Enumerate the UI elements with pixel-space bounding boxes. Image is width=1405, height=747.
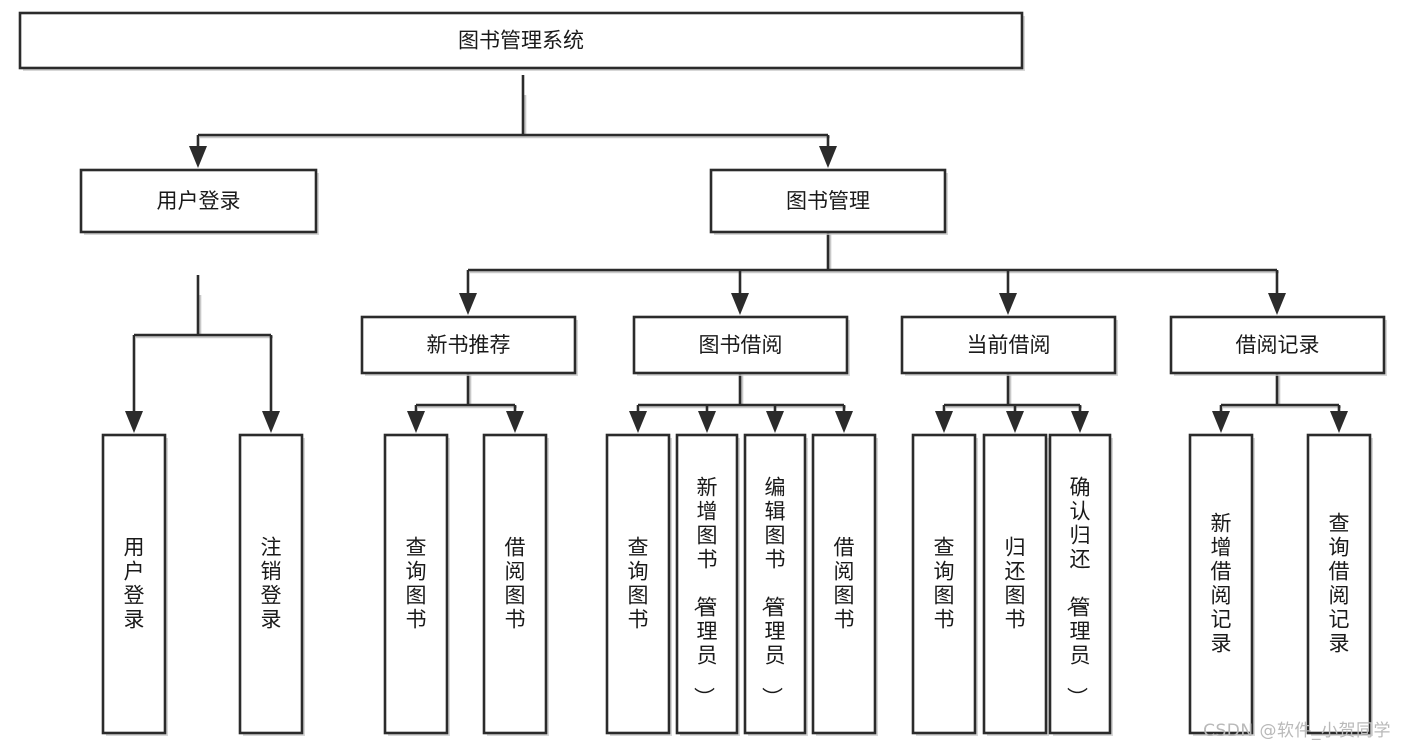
node-rect[interactable]	[675, 433, 739, 735]
node-rect[interactable]	[101, 433, 167, 735]
node-book-management[interactable]: 图书管理	[709, 168, 948, 235]
node-label: 当前借阅	[967, 333, 1051, 357]
node-label: 新书推荐	[427, 333, 511, 357]
node-rect[interactable]	[360, 315, 577, 375]
arrow-head-icon	[506, 411, 524, 433]
node-label: 新增借阅记录	[1211, 512, 1232, 656]
connector-currentborrow-to-leaves	[935, 345, 1089, 433]
node-rect[interactable]	[743, 433, 807, 735]
node-layer: 图书管理系统用户登录图书管理新书推荐图书借阅当前借阅借阅记录用户登录注销登录查询…	[18, 11, 1387, 736]
arrow-head-icon	[189, 146, 207, 168]
node-book-borrow[interactable]: 图书借阅	[632, 315, 850, 376]
node-label: 用户登录	[124, 536, 145, 632]
arrow-head-icon	[766, 411, 784, 433]
node-rect[interactable]	[482, 433, 548, 735]
node-rect[interactable]	[1169, 315, 1386, 375]
node-label: 图书管理	[786, 189, 870, 213]
node-label: 图书管理系统	[458, 29, 584, 53]
node-label: 查询图书	[406, 536, 427, 632]
node-label: 用户登录	[157, 189, 241, 213]
node-rect[interactable]	[1188, 433, 1254, 735]
arrow-head-icon	[407, 411, 425, 433]
node-rect[interactable]	[1048, 433, 1112, 735]
node-leaf-return-book[interactable]: 归还图书	[982, 433, 1049, 736]
node-rect[interactable]	[18, 11, 1024, 70]
arrow-head-icon	[835, 411, 853, 433]
node-rect[interactable]	[709, 168, 947, 234]
node-label: 查询图书	[628, 536, 649, 632]
node-root[interactable]: 图书管理系统	[18, 11, 1025, 71]
connector-shadow	[136, 295, 273, 339]
node-leaf-add-book[interactable]: 新增图书（管理员）	[675, 433, 740, 736]
node-rect[interactable]	[982, 433, 1048, 735]
node-leaf-add-borrow-record[interactable]: 新增借阅记录	[1188, 433, 1255, 736]
arrow-head-icon	[1071, 411, 1089, 433]
node-label: 归还图书	[1005, 536, 1026, 632]
arrow-head-icon	[819, 146, 837, 168]
arrow-head-icon	[459, 293, 477, 315]
arrow-head-icon	[999, 293, 1017, 315]
node-label: 图书借阅	[699, 333, 783, 357]
node-new-book-recommend[interactable]: 新书推荐	[360, 315, 578, 376]
node-label: 确认归还（管理员）	[1065, 476, 1091, 708]
node-rect[interactable]	[900, 315, 1117, 375]
node-label: 查询图书	[934, 536, 955, 632]
node-leaf-query-borrow-record[interactable]: 查询借阅记录	[1306, 433, 1373, 736]
node-rect[interactable]	[79, 168, 318, 234]
node-label: 借阅图书	[505, 536, 526, 632]
node-label: 查询借阅记录	[1329, 512, 1350, 656]
node-leaf-query-book-current[interactable]: 查询图书	[911, 433, 978, 736]
node-rect[interactable]	[911, 433, 977, 735]
node-user-login[interactable]: 用户登录	[79, 168, 319, 235]
node-rect[interactable]	[632, 315, 849, 375]
node-rect[interactable]	[811, 433, 877, 735]
watermark-text: CSDN @软件_小贺同学	[1203, 721, 1391, 741]
node-leaf-confirm-return[interactable]: 确认归还（管理员）	[1048, 433, 1113, 736]
node-label: 新增图书（管理员）	[692, 476, 718, 708]
node-borrow-record[interactable]: 借阅记录	[1169, 315, 1387, 376]
arrow-head-icon	[1006, 411, 1024, 433]
node-rect[interactable]	[238, 433, 304, 735]
arrow-head-icon	[125, 411, 143, 433]
arrow-head-icon	[698, 411, 716, 433]
connector-bookmgmt-to-level3	[459, 210, 1286, 315]
connector-root-to-level2	[189, 75, 837, 168]
arrow-head-icon	[262, 411, 280, 433]
connector-shadow	[470, 230, 1279, 274]
node-label: 借阅记录	[1236, 333, 1320, 357]
node-leaf-user-login[interactable]: 用户登录	[101, 433, 168, 736]
node-label: 借阅图书	[834, 536, 855, 632]
node-leaf-borrow-book-new[interactable]: 借阅图书	[482, 433, 549, 736]
arrow-head-icon	[1212, 411, 1230, 433]
arrow-head-icon	[731, 293, 749, 315]
node-rect[interactable]	[1306, 433, 1372, 735]
node-leaf-query-book-new[interactable]: 查询图书	[383, 433, 450, 736]
node-leaf-user-logout[interactable]: 注销登录	[238, 433, 305, 736]
node-current-borrow[interactable]: 当前借阅	[900, 315, 1118, 376]
arrow-head-icon	[935, 411, 953, 433]
node-rect[interactable]	[605, 433, 671, 735]
node-rect[interactable]	[383, 433, 449, 735]
arrow-head-icon	[629, 411, 647, 433]
node-label: 注销登录	[261, 536, 282, 632]
arrow-head-icon	[1268, 293, 1286, 315]
node-leaf-query-book-borrow[interactable]: 查询图书	[605, 433, 672, 736]
node-leaf-borrow-book[interactable]: 借阅图书	[811, 433, 878, 736]
node-label: 编辑图书（管理员）	[760, 476, 786, 708]
arrow-head-icon	[1330, 411, 1348, 433]
connector-layer	[125, 75, 1348, 433]
node-leaf-edit-book[interactable]: 编辑图书（管理员）	[743, 433, 808, 736]
connector-userlogin-to-leaves	[125, 275, 280, 433]
connector-shadow	[200, 95, 830, 139]
